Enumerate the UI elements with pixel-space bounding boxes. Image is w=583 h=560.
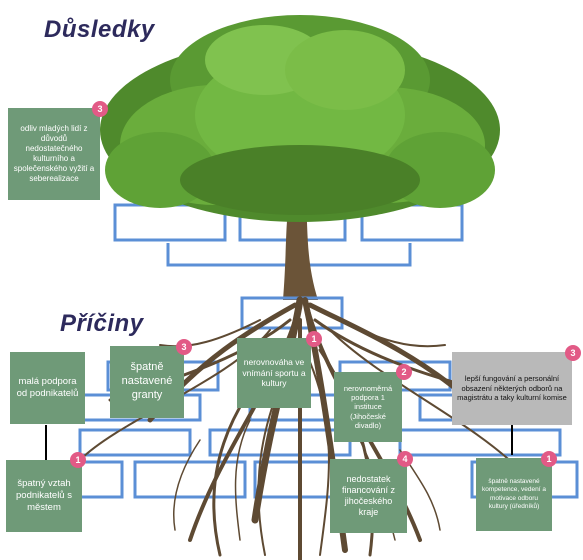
note-text: špatně nastavené kompetence, vedení a mo… (482, 478, 546, 510)
note-entrepreneur-relation: špatný vztah podnikatelů s městem (6, 460, 82, 532)
cause-frame (208, 428, 352, 457)
note-entrepreneur-support: malá podpora od podnikatelů (10, 352, 85, 424)
note-text: nedostatek financování z jihočeského kra… (341, 473, 396, 518)
tree-trunk (283, 200, 318, 300)
note-uneven-support: nerovnoměrná podpora 1 instituce (Jihoče… (334, 372, 402, 442)
vote-badge: 3 (565, 345, 581, 361)
vote-badge: 3 (176, 339, 192, 355)
note-young-people-leaving: odliv mladých lidí z důvodů nedostatečné… (8, 108, 100, 200)
note-text: špatně nastavené granty (121, 361, 173, 401)
cause-frame (133, 460, 247, 499)
note-text: malá podpora od podnikatelů (16, 376, 79, 399)
vote-badge: 3 (92, 101, 108, 117)
note-text: nerovnováha ve vnímání sportu a kultury (242, 357, 306, 389)
vote-badge: 4 (397, 451, 413, 467)
note-text: nerovnoměrná podpora 1 instituce (Jihoče… (343, 383, 393, 431)
cause-frame (398, 428, 562, 457)
cause-frame (78, 428, 192, 457)
consequences-title: Důsledky (44, 16, 155, 43)
note-text: špatný vztah podnikatelů s městem (16, 478, 72, 513)
vote-badge: 1 (541, 451, 557, 467)
vote-badge: 1 (70, 452, 86, 468)
note-text: lepší fungování a personální obsazení ně… (457, 374, 567, 403)
note-regional-funding: nedostatek financování z jihočeského kra… (330, 459, 407, 533)
tree-canopy (100, 15, 500, 222)
vote-badge: 2 (396, 364, 412, 380)
note-text: odliv mladých lidí z důvodů nedostatečné… (13, 124, 95, 183)
note-city-departments: lepší fungování a personální obsazení ně… (452, 352, 572, 425)
note-grants: špatně nastavené granty (110, 346, 184, 418)
note-sport-culture-imbalance: nerovnováha ve vnímání sportu a kultury (237, 338, 311, 408)
causes-title: Příčiny (60, 310, 144, 337)
note-competences: špatně nastavené kompetence, vedení a mo… (476, 458, 552, 531)
vote-badge: 1 (306, 331, 322, 347)
